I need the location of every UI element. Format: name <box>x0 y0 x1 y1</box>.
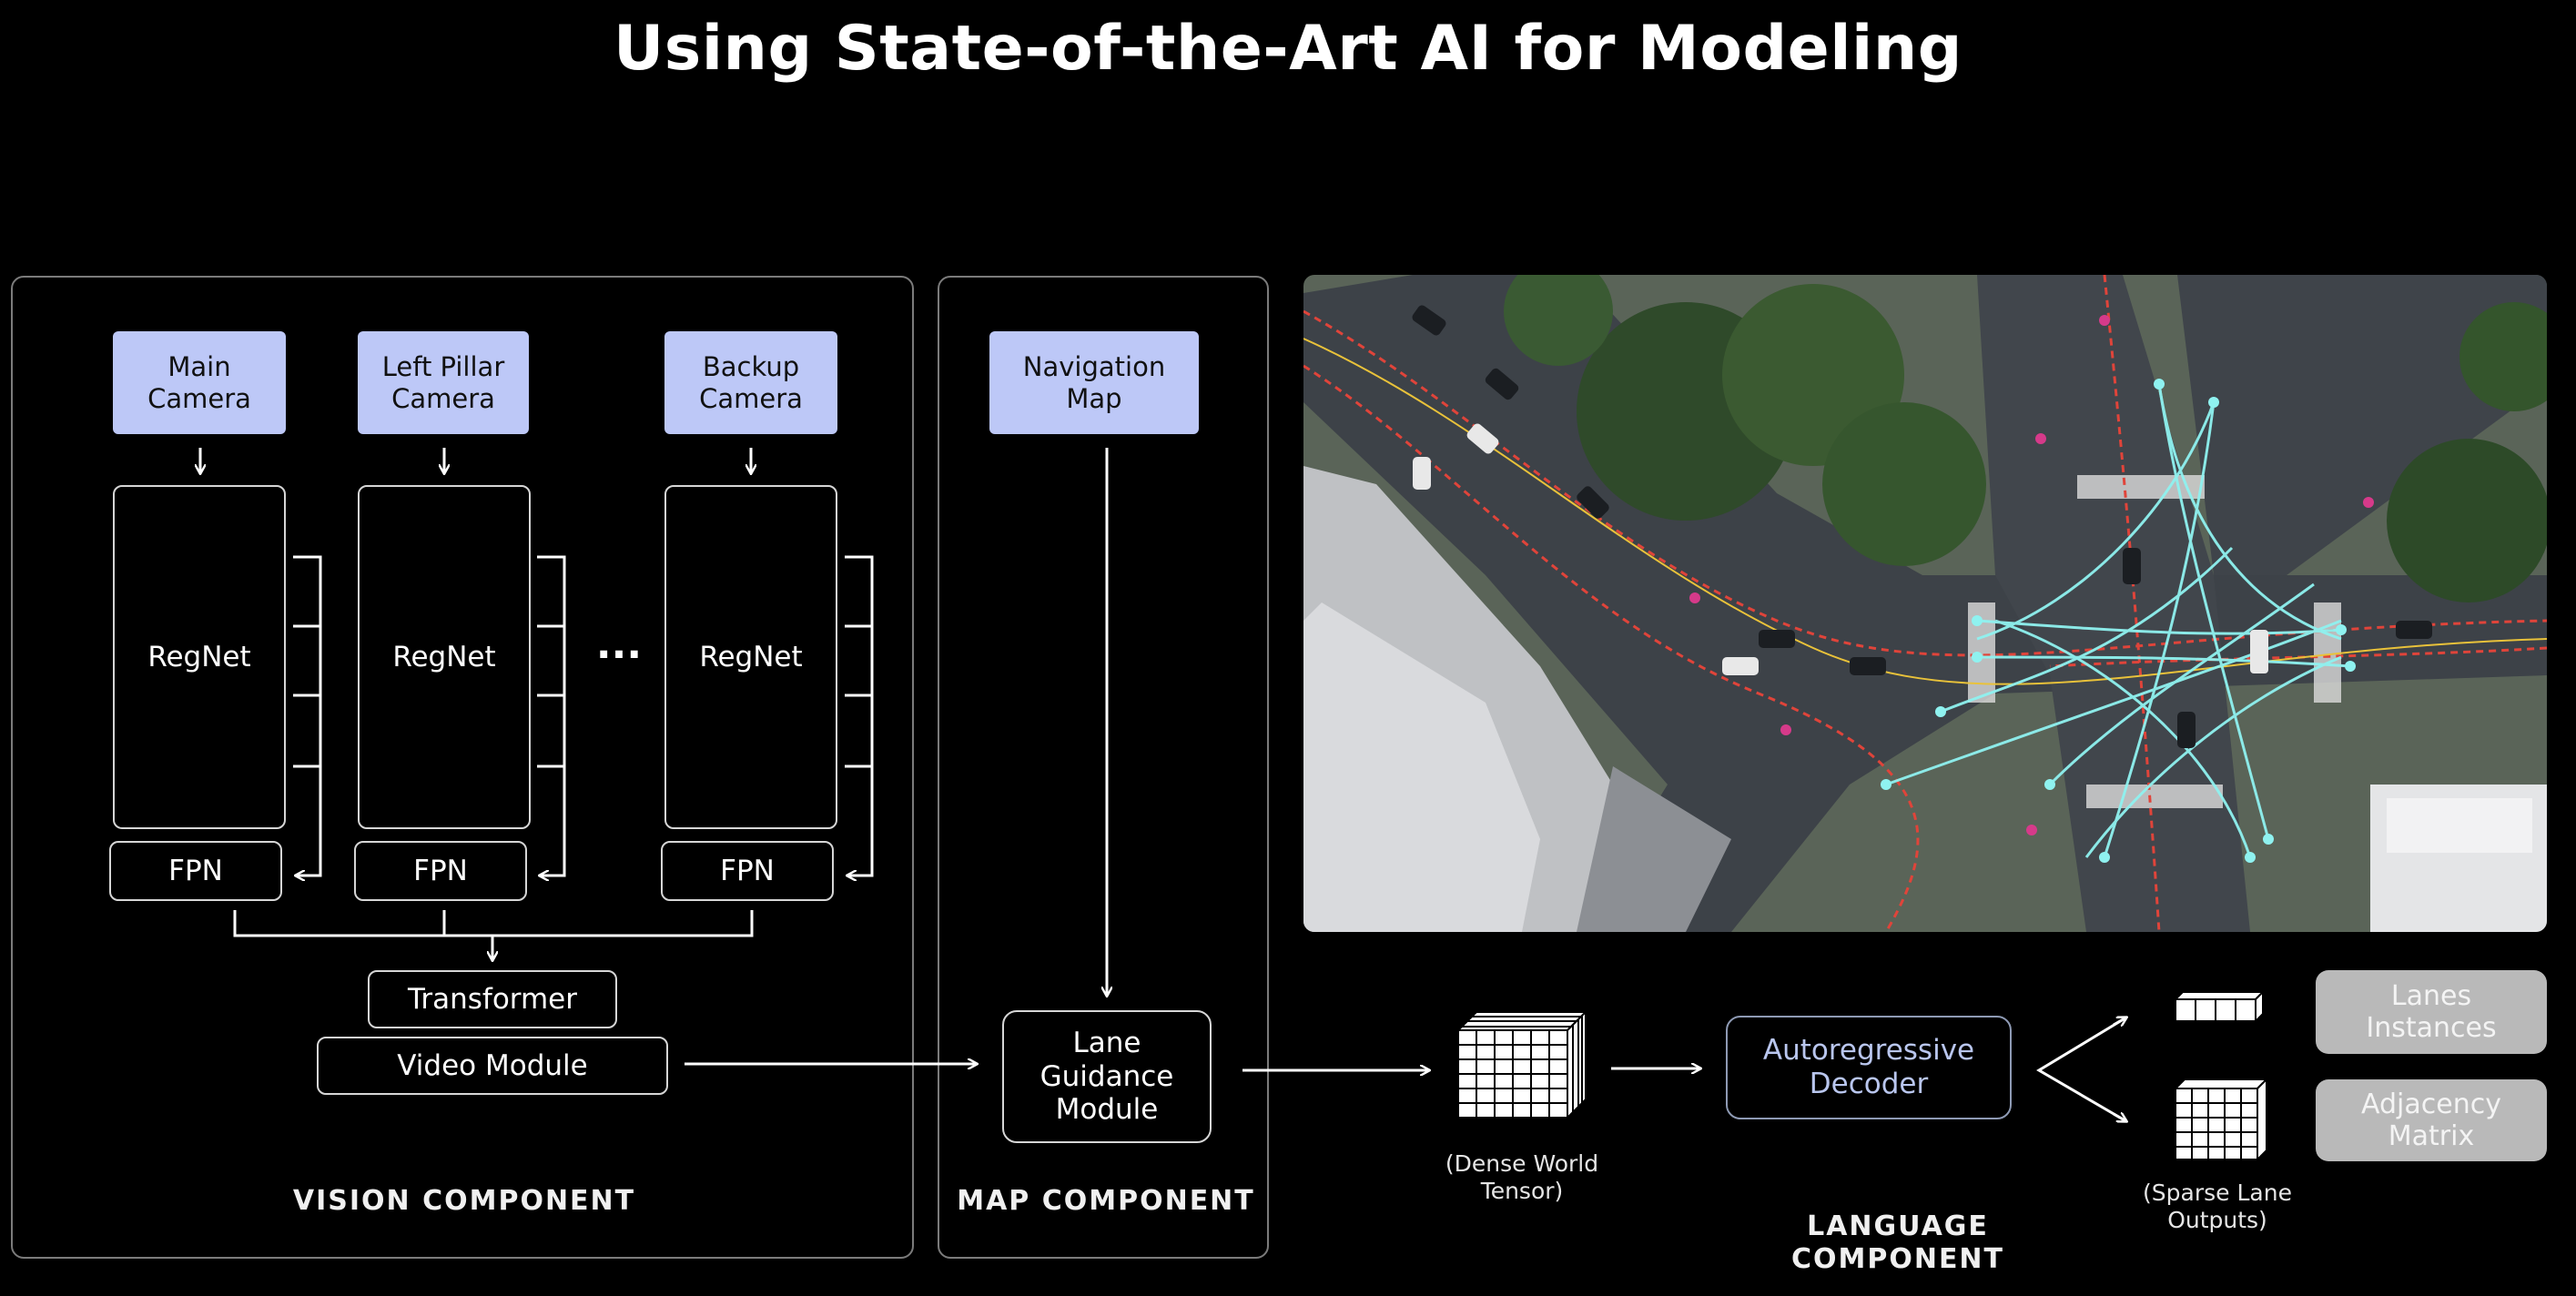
vision-component-label: VISION COMPONENT <box>292 1185 636 1217</box>
sparse-lane-outputs-caption: (Sparse Lane Outputs) <box>2143 1180 2292 1233</box>
camera-ellipsis: ··· <box>595 632 643 679</box>
adjacency-matrix-box: Adjacency Matrix <box>2316 1079 2547 1161</box>
map-component-panel <box>938 276 1269 1259</box>
transformer-box: Transformer <box>368 970 617 1028</box>
sparse-grid-icon <box>2173 1077 2269 1162</box>
language-component-label: LANGUAGE COMPONENT <box>1790 1210 2005 1275</box>
dense-world-tensor-icon <box>1455 1009 1588 1120</box>
fpn-box-backup: FPN <box>661 841 834 901</box>
sparse-row-icon <box>2173 989 2266 1024</box>
lanes-instances-box: Lanes Instances <box>2316 970 2547 1054</box>
backup-camera-box: Backup Camera <box>664 331 837 434</box>
left-pillar-camera-box: Left Pillar Camera <box>358 331 529 434</box>
navigation-map-box: Navigation Map <box>989 331 1199 434</box>
video-module-box: Video Module <box>317 1037 668 1095</box>
fpn-box-main: FPN <box>109 841 282 901</box>
intersection-aerial-image <box>1303 275 2547 932</box>
vision-component-panel <box>11 276 914 1259</box>
autoregressive-decoder-box: Autoregressive Decoder <box>1726 1016 2012 1119</box>
dense-world-tensor-caption: (Dense World Tensor) <box>1445 1150 1599 1204</box>
lane-guidance-module-box: Lane Guidance Module <box>1002 1010 1212 1143</box>
regnet-box-main: RegNet <box>113 485 286 829</box>
main-camera-box: Main Camera <box>113 331 286 434</box>
slide-title: Using State-of-the-Art AI for Modeling <box>614 13 1962 85</box>
regnet-box-left-pillar: RegNet <box>358 485 531 829</box>
aerial-map-drawing <box>1303 275 2547 932</box>
fpn-box-left-pillar: FPN <box>354 841 527 901</box>
map-component-label: MAP COMPONENT <box>957 1185 1255 1217</box>
regnet-box-backup: RegNet <box>664 485 837 829</box>
